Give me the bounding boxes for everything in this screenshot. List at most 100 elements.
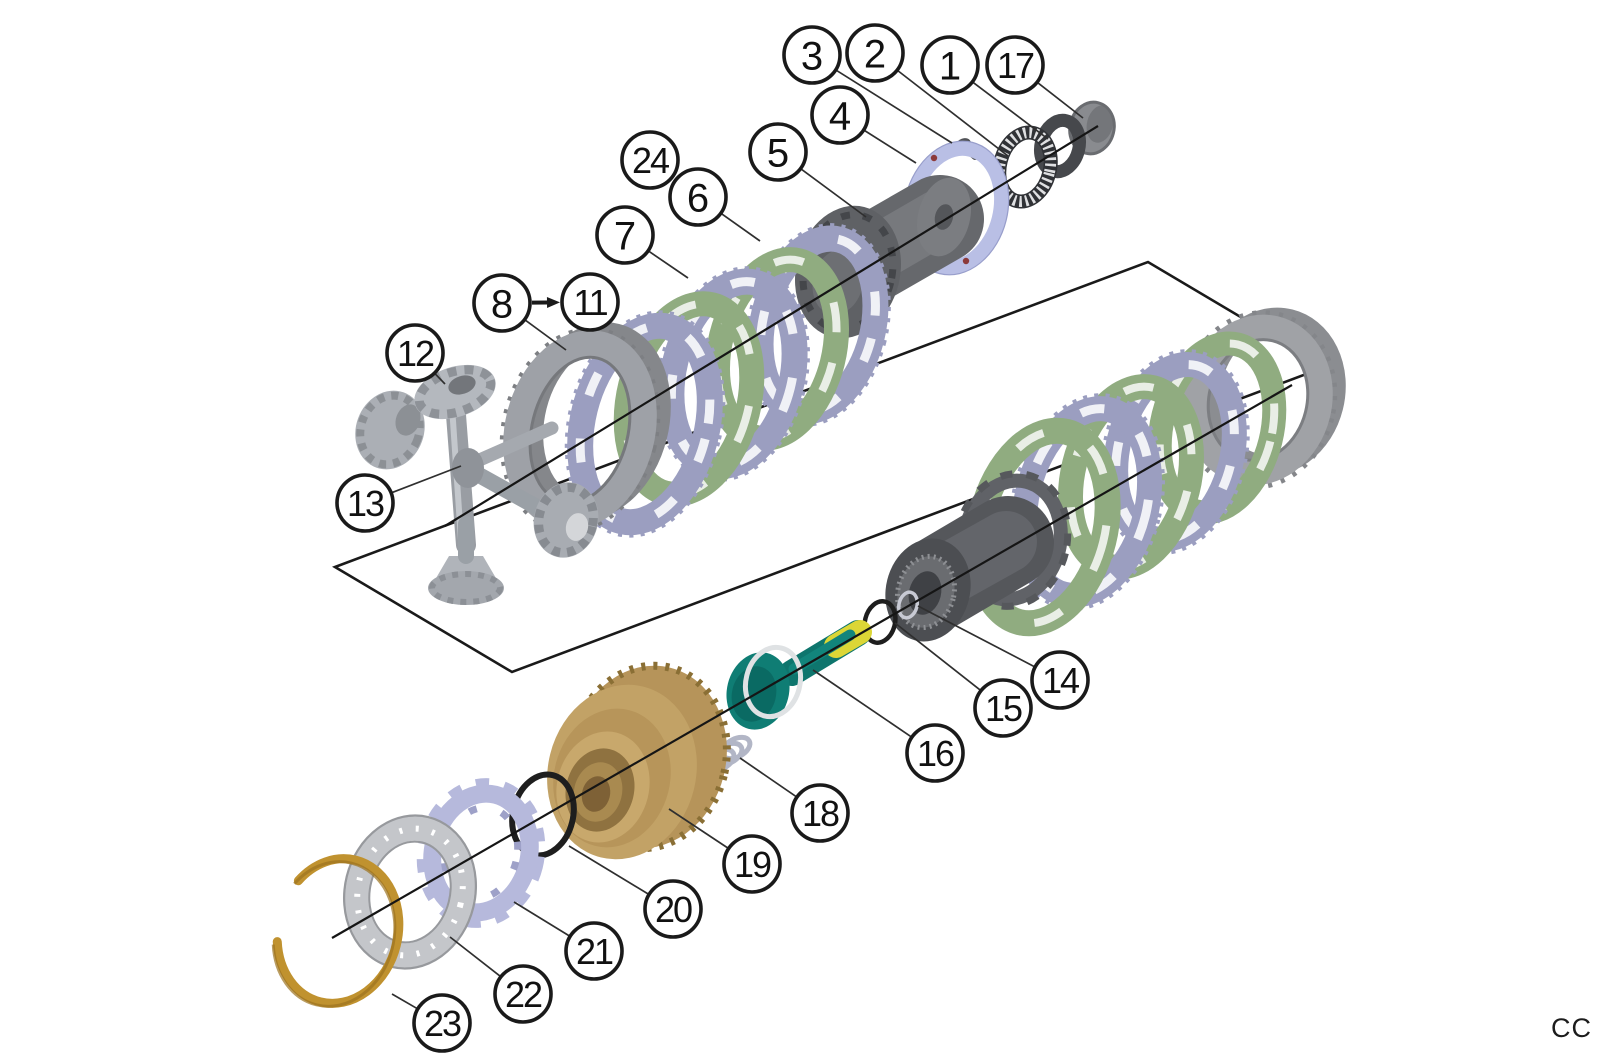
callout-20[interactable]: 20 bbox=[643, 879, 703, 939]
part-retaining-ring bbox=[896, 590, 920, 620]
callout-circle[interactable] bbox=[564, 921, 624, 981]
callout-15[interactable]: 15 bbox=[973, 678, 1033, 738]
callout-circle[interactable] bbox=[905, 723, 965, 783]
callout-circle[interactable] bbox=[810, 85, 870, 145]
callout-21[interactable]: 21 bbox=[564, 921, 624, 981]
leader-line-16 bbox=[812, 669, 912, 738]
callout-circle[interactable] bbox=[643, 879, 703, 939]
part-oring-small bbox=[862, 599, 898, 645]
callout-label: 7 bbox=[614, 214, 636, 258]
callout-2[interactable]: 2 bbox=[845, 23, 905, 83]
callout-circle[interactable] bbox=[845, 23, 905, 83]
callout-11[interactable]: 11 bbox=[560, 272, 620, 332]
callout-label: 23 bbox=[424, 1003, 461, 1044]
centerlines bbox=[331, 125, 1293, 939]
callout-label: 2 bbox=[864, 32, 886, 76]
leader-line-4 bbox=[864, 129, 917, 164]
callout-24[interactable]: 24 bbox=[620, 130, 680, 190]
callout-label: 6 bbox=[687, 176, 709, 220]
part-thrust-bearing bbox=[992, 125, 1058, 209]
callout-label: 3 bbox=[801, 34, 823, 78]
callout-circle[interactable] bbox=[985, 35, 1045, 95]
centerline-1 bbox=[331, 384, 1293, 939]
callout-circle[interactable] bbox=[412, 993, 472, 1053]
callout-label: 12 bbox=[397, 333, 434, 374]
leader-line-1 bbox=[972, 81, 1049, 140]
callout-circle[interactable] bbox=[748, 122, 808, 182]
callout-circle[interactable] bbox=[472, 273, 532, 333]
callout-12[interactable]: 12 bbox=[385, 323, 445, 383]
leader-line-5 bbox=[800, 168, 867, 218]
callout-label: 1 bbox=[939, 44, 961, 88]
leader-line-6 bbox=[721, 213, 761, 242]
leader-line-21 bbox=[513, 901, 570, 937]
callout-label: 11 bbox=[573, 282, 607, 323]
callout-label: 16 bbox=[917, 733, 954, 774]
callout-circle[interactable] bbox=[722, 834, 782, 894]
callout-label: 13 bbox=[347, 483, 384, 524]
leader-line-8 bbox=[524, 319, 567, 351]
leader-line-22 bbox=[449, 936, 501, 977]
callout-circle[interactable] bbox=[973, 678, 1033, 738]
leader-line-20 bbox=[568, 845, 649, 895]
callout-circle[interactable] bbox=[782, 25, 842, 85]
leader-line-13 bbox=[391, 465, 462, 494]
plate-lavender bbox=[564, 310, 726, 538]
callout-1[interactable]: 1 bbox=[920, 35, 980, 95]
callout-22[interactable]: 22 bbox=[493, 964, 553, 1024]
leader-line-18 bbox=[739, 757, 797, 798]
callout-label: 22 bbox=[505, 974, 542, 1015]
part-piston bbox=[726, 620, 872, 730]
connection-arrow-head bbox=[546, 296, 561, 308]
callout-6[interactable]: 6 bbox=[668, 167, 728, 227]
part-splined-hub bbox=[885, 470, 1072, 642]
callout-circle[interactable] bbox=[920, 35, 980, 95]
callout-label: 24 bbox=[632, 140, 669, 181]
leader-line-3 bbox=[836, 69, 953, 144]
callout-label: 17 bbox=[997, 45, 1034, 86]
callout-label: 21 bbox=[576, 931, 613, 972]
callout-circle[interactable] bbox=[620, 130, 680, 190]
callout-circle[interactable] bbox=[385, 323, 445, 383]
license-mark: CC bbox=[1551, 1013, 1592, 1043]
callout-14[interactable]: 14 bbox=[1030, 650, 1090, 710]
callout-label: 15 bbox=[985, 688, 1022, 729]
part-spider-gear-assembly bbox=[355, 364, 599, 605]
callout-circle[interactable] bbox=[595, 205, 655, 265]
leader-line-2 bbox=[897, 70, 1009, 157]
callout-label: 4 bbox=[829, 94, 851, 138]
leader-line-19 bbox=[668, 808, 729, 849]
callout-16[interactable]: 16 bbox=[905, 723, 965, 783]
callout-label: 14 bbox=[1042, 660, 1079, 701]
callout-18[interactable]: 18 bbox=[790, 783, 850, 843]
callout-label: 8 bbox=[491, 282, 513, 326]
leader-line-12 bbox=[434, 373, 446, 385]
callout-label: 20 bbox=[655, 889, 692, 930]
callout-5[interactable]: 5 bbox=[748, 122, 808, 182]
callout-circle[interactable] bbox=[790, 783, 850, 843]
callout-label: 5 bbox=[767, 131, 789, 175]
callout-19[interactable]: 19 bbox=[722, 834, 782, 894]
centerline-0 bbox=[444, 125, 1099, 527]
callout-13[interactable]: 13 bbox=[335, 473, 395, 533]
leader-line-23 bbox=[391, 993, 418, 1010]
callout-3[interactable]: 3 bbox=[782, 25, 842, 85]
callout-label: 18 bbox=[802, 793, 839, 834]
callout-circle[interactable] bbox=[335, 473, 395, 533]
callout-17[interactable]: 17 bbox=[985, 35, 1045, 95]
callout-circle[interactable] bbox=[560, 272, 620, 332]
callout-circle[interactable] bbox=[1030, 650, 1090, 710]
part-snap-ring bbox=[271, 854, 404, 1008]
callout-23[interactable]: 23 bbox=[412, 993, 472, 1053]
callout-8[interactable]: 8 bbox=[472, 273, 532, 333]
callout-4[interactable]: 4 bbox=[810, 85, 870, 145]
callout-circle[interactable] bbox=[668, 167, 728, 227]
callout-7[interactable]: 7 bbox=[595, 205, 655, 265]
callout-label: 19 bbox=[734, 844, 771, 885]
callout-circle[interactable] bbox=[493, 964, 553, 1024]
leader-line-15 bbox=[894, 622, 981, 691]
leader-line-14 bbox=[917, 605, 1035, 668]
